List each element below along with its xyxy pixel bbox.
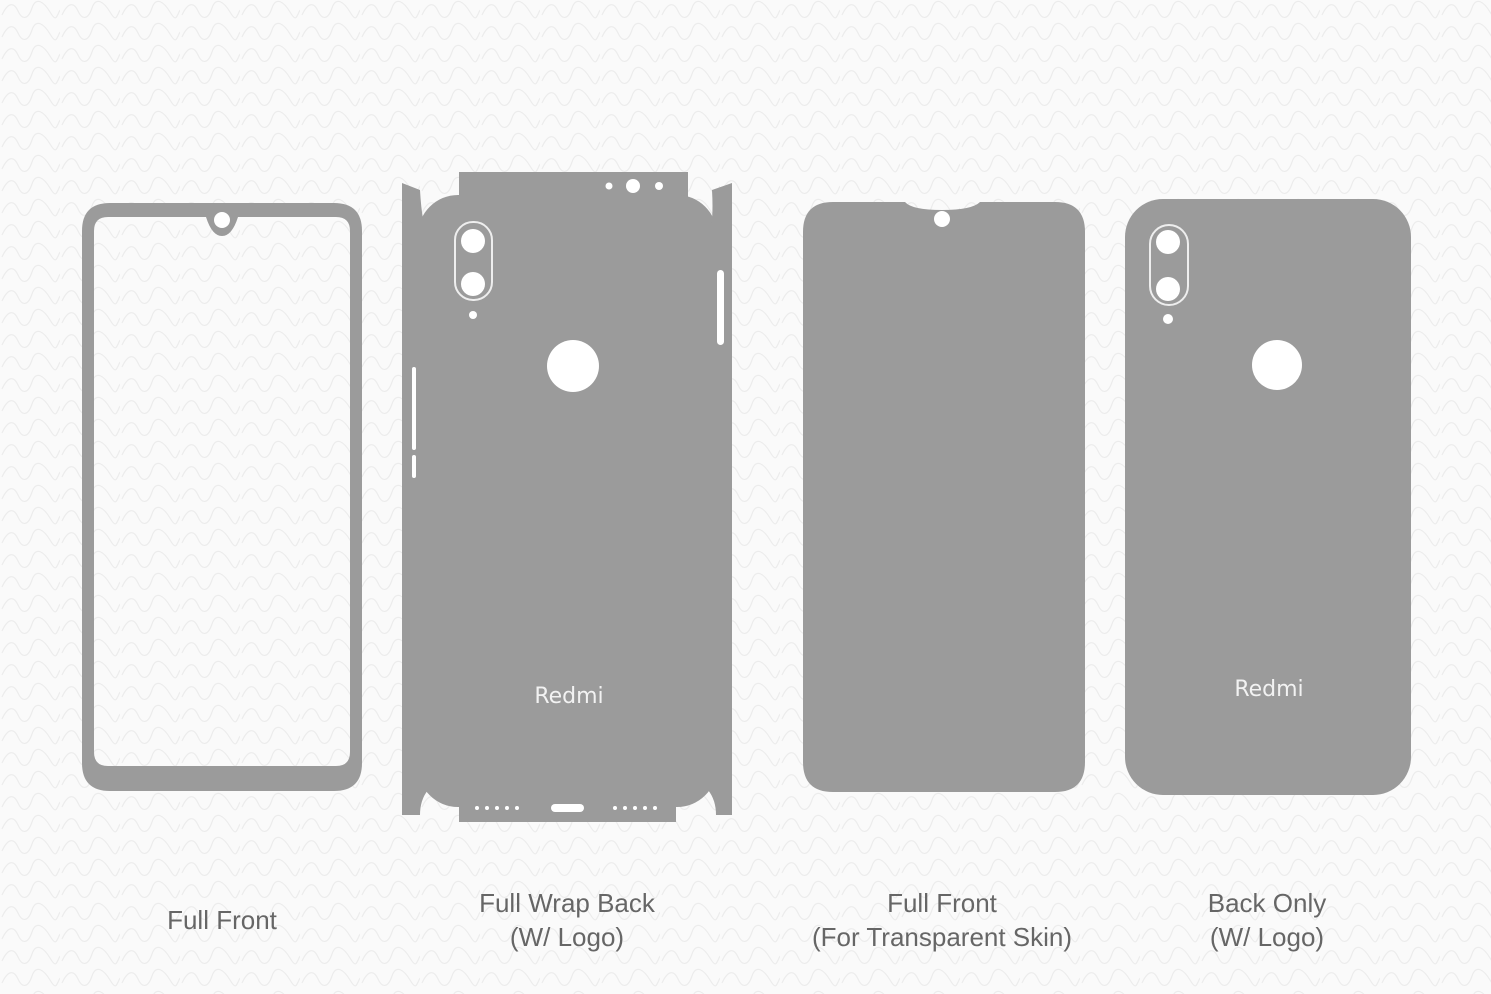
label-line: Full Front [167, 905, 277, 935]
label-line: (W/ Logo) [509, 922, 625, 952]
full-front-frame [82, 203, 362, 791]
label-line: Full Wrap Back [479, 888, 655, 918]
back-only: Redmi [1125, 199, 1411, 795]
full-wrap-back: Redmi [402, 172, 732, 822]
redmi-logo-text: Redmi [534, 684, 603, 709]
label-line: (For Transparent Skin) [811, 922, 1073, 952]
logo-cutout [1252, 340, 1302, 390]
label-line: Full Front [887, 888, 997, 918]
redmi-logo-text: Redmi [1234, 677, 1303, 702]
label-full-front-transparent: Full Front (For Transparent Skin) [762, 886, 1122, 954]
label-line: Back Only [1207, 888, 1327, 918]
label-full-front: Full Front [42, 903, 402, 937]
label-back-only: Back Only (W/ Logo) [1087, 886, 1447, 954]
logo-cutout [547, 340, 599, 392]
label-full-wrap-back: Full Wrap Back (W/ Logo) [387, 886, 747, 954]
full-front-transparent [803, 202, 1085, 792]
label-line: (W/ Logo) [1209, 922, 1325, 952]
